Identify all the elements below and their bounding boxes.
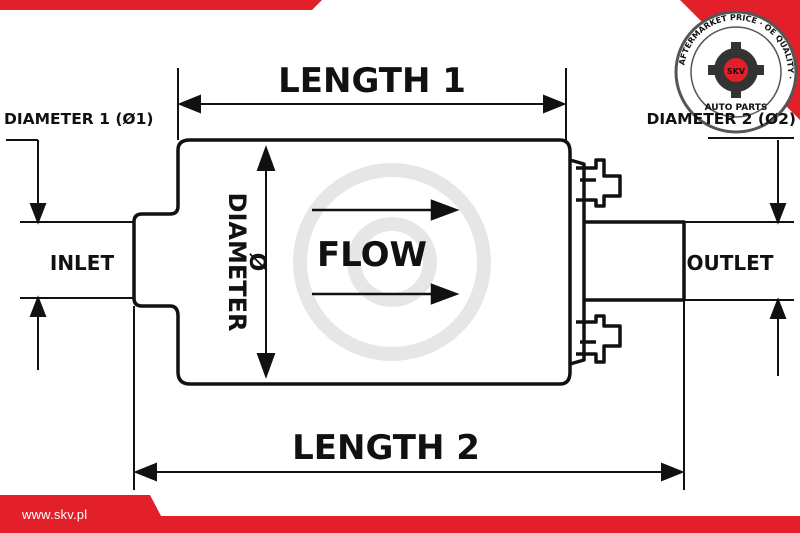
pump-outline xyxy=(132,138,686,386)
dimension-lines xyxy=(6,68,794,490)
diameter-symbol-label: Ø xyxy=(244,253,269,272)
watermark-gear-icon xyxy=(293,163,491,361)
gear-icon xyxy=(708,42,764,98)
outlet-label: OUTLET xyxy=(687,251,774,275)
website-url[interactable]: www.skv.pl xyxy=(22,507,88,522)
length-1-label: LENGTH 1 xyxy=(278,61,466,101)
flow-arrows xyxy=(312,199,460,305)
flow-label: FLOW xyxy=(317,235,427,275)
footer-bar xyxy=(0,495,800,533)
top-brand-stripe xyxy=(0,0,322,10)
inlet-label: INLET xyxy=(50,251,115,275)
length-2-label: LENGTH 2 xyxy=(292,428,480,468)
logo-center-text: SKV xyxy=(727,67,746,76)
flow-arrow-upper-icon xyxy=(430,199,460,221)
flow-arrow-lower-icon xyxy=(430,283,460,305)
logo-bottom-text: AUTO PARTS xyxy=(705,103,768,113)
diameter-body-label: DIAMETER xyxy=(223,193,251,332)
diameter-1-label: DIAMETER 1 (Ø1) xyxy=(4,110,153,128)
skv-logo: AFTERMARKET PRICE · OE QUALITY · SKV AUT… xyxy=(674,0,800,134)
diameter-2-label: DIAMETER 2 (Ø2) xyxy=(647,110,796,128)
